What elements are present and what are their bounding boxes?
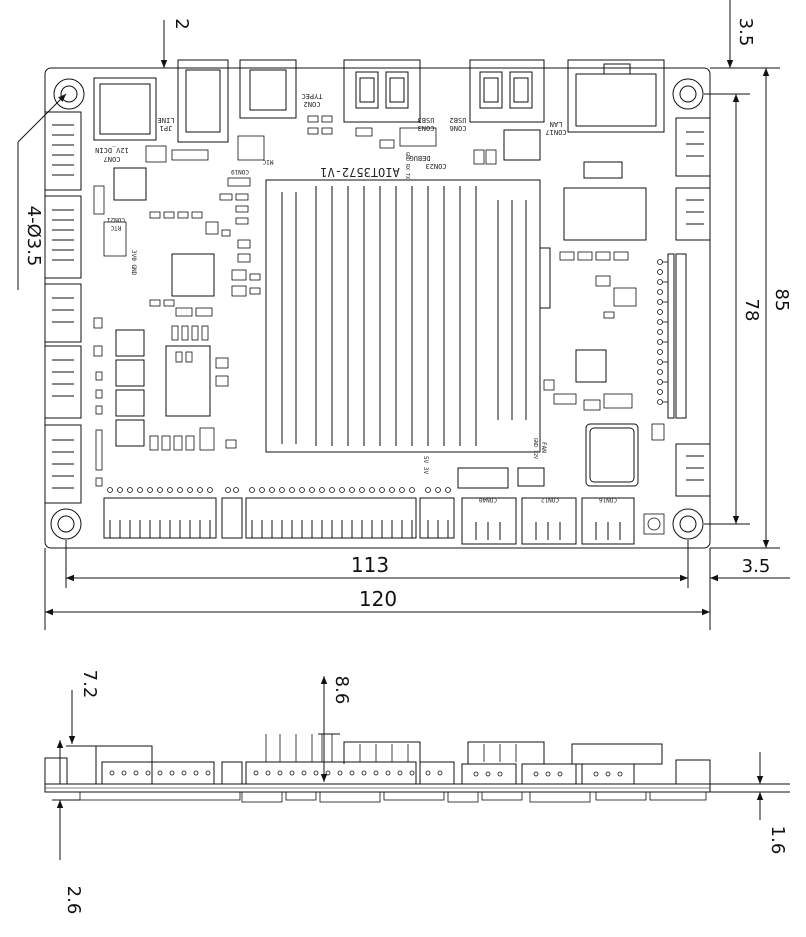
mic-ref-label: CON19 (231, 168, 249, 175)
usb3-label: USB3 (418, 116, 435, 124)
typec-ref-label: CON2 (304, 100, 321, 108)
usb2-port (469, 59, 545, 123)
dim-holes: 4-Ø3.5 (23, 206, 44, 267)
dim-1-6: 1.6 (767, 826, 788, 855)
dimension-texts-top: 113 120 3.5 85 78 3.5 2 4-Ø3.5 (23, 18, 792, 611)
heatsink (265, 179, 541, 453)
dim-113: 113 (351, 553, 389, 577)
usb3-ref-label: CON3 (418, 124, 435, 132)
bottom-headers (103, 467, 635, 545)
dim-78: 78 (741, 299, 762, 322)
dim-120: 120 (359, 587, 397, 611)
left-edge-connectors (44, 111, 82, 504)
dcin-jack (93, 77, 157, 141)
dimension-texts-side: 7.2 8.6 2.6 1.6 (63, 670, 788, 915)
debug-ref-label: CON23 (425, 162, 446, 170)
typec-port (239, 59, 297, 119)
line-ref-label: JP1 (160, 124, 173, 132)
lan-label: LAN (550, 120, 563, 128)
line-label: LINE (158, 116, 175, 124)
power-pins-label: 5V 3V (422, 456, 429, 474)
side-bottom-components (79, 791, 707, 803)
smd-components (93, 115, 665, 535)
dim-2: 2 (171, 18, 192, 29)
right-pin-row (657, 259, 668, 405)
debug-pins-label: GND RX TX (404, 152, 410, 179)
top-edge-connectors (93, 59, 665, 143)
dcin-ref-label: CON7 (104, 155, 121, 163)
con12-label: CON12 (541, 496, 559, 503)
line-jack (177, 59, 229, 143)
fan-label: FAN (540, 442, 547, 453)
debug-label: DEBUG (409, 154, 430, 162)
dim-3-5-right: 3.5 (742, 556, 771, 577)
chips (113, 129, 647, 487)
usb2-ref-label: CON6 (450, 124, 467, 132)
dim-3-5-top: 3.5 (735, 18, 756, 47)
lan-port (567, 59, 665, 133)
usb2-label: USB2 (450, 116, 467, 124)
side-view (44, 676, 790, 860)
dcin-label: 12V_DCIN (95, 146, 129, 154)
con40-label: CON40 (479, 496, 497, 503)
fan-pins-label: GND 12V (532, 438, 538, 459)
mounting-holes (50, 78, 704, 540)
mic-label: MIC (262, 158, 273, 165)
dim-7-2: 7.2 (79, 670, 100, 699)
rtc-ref-label: CON21 (107, 216, 125, 223)
board-name-label: AIOT3572-V1 (320, 165, 399, 179)
dim-85: 85 (771, 289, 792, 312)
typec-label: TYPEC (301, 92, 322, 100)
silkscreen-labels: AIOT3572-V1 12V_DCIN CON7 LINE JP1 TYPEC… (95, 92, 617, 503)
right-edge-connectors (667, 117, 711, 497)
dim-2-6: 2.6 (63, 886, 84, 915)
dimension-lines-side (52, 676, 790, 860)
lan-ref-label: CON17 (545, 128, 566, 136)
con16-label: CON16 (599, 496, 617, 503)
top-view (17, 0, 790, 630)
rtc-pins-label: 3V0 GND (130, 250, 137, 276)
side-top-components (44, 734, 711, 785)
dimension-lines-top (17, 0, 790, 630)
dim-8-6: 8.6 (331, 676, 352, 705)
rtc-label: RTC (110, 224, 121, 231)
usb3-port (343, 59, 421, 123)
